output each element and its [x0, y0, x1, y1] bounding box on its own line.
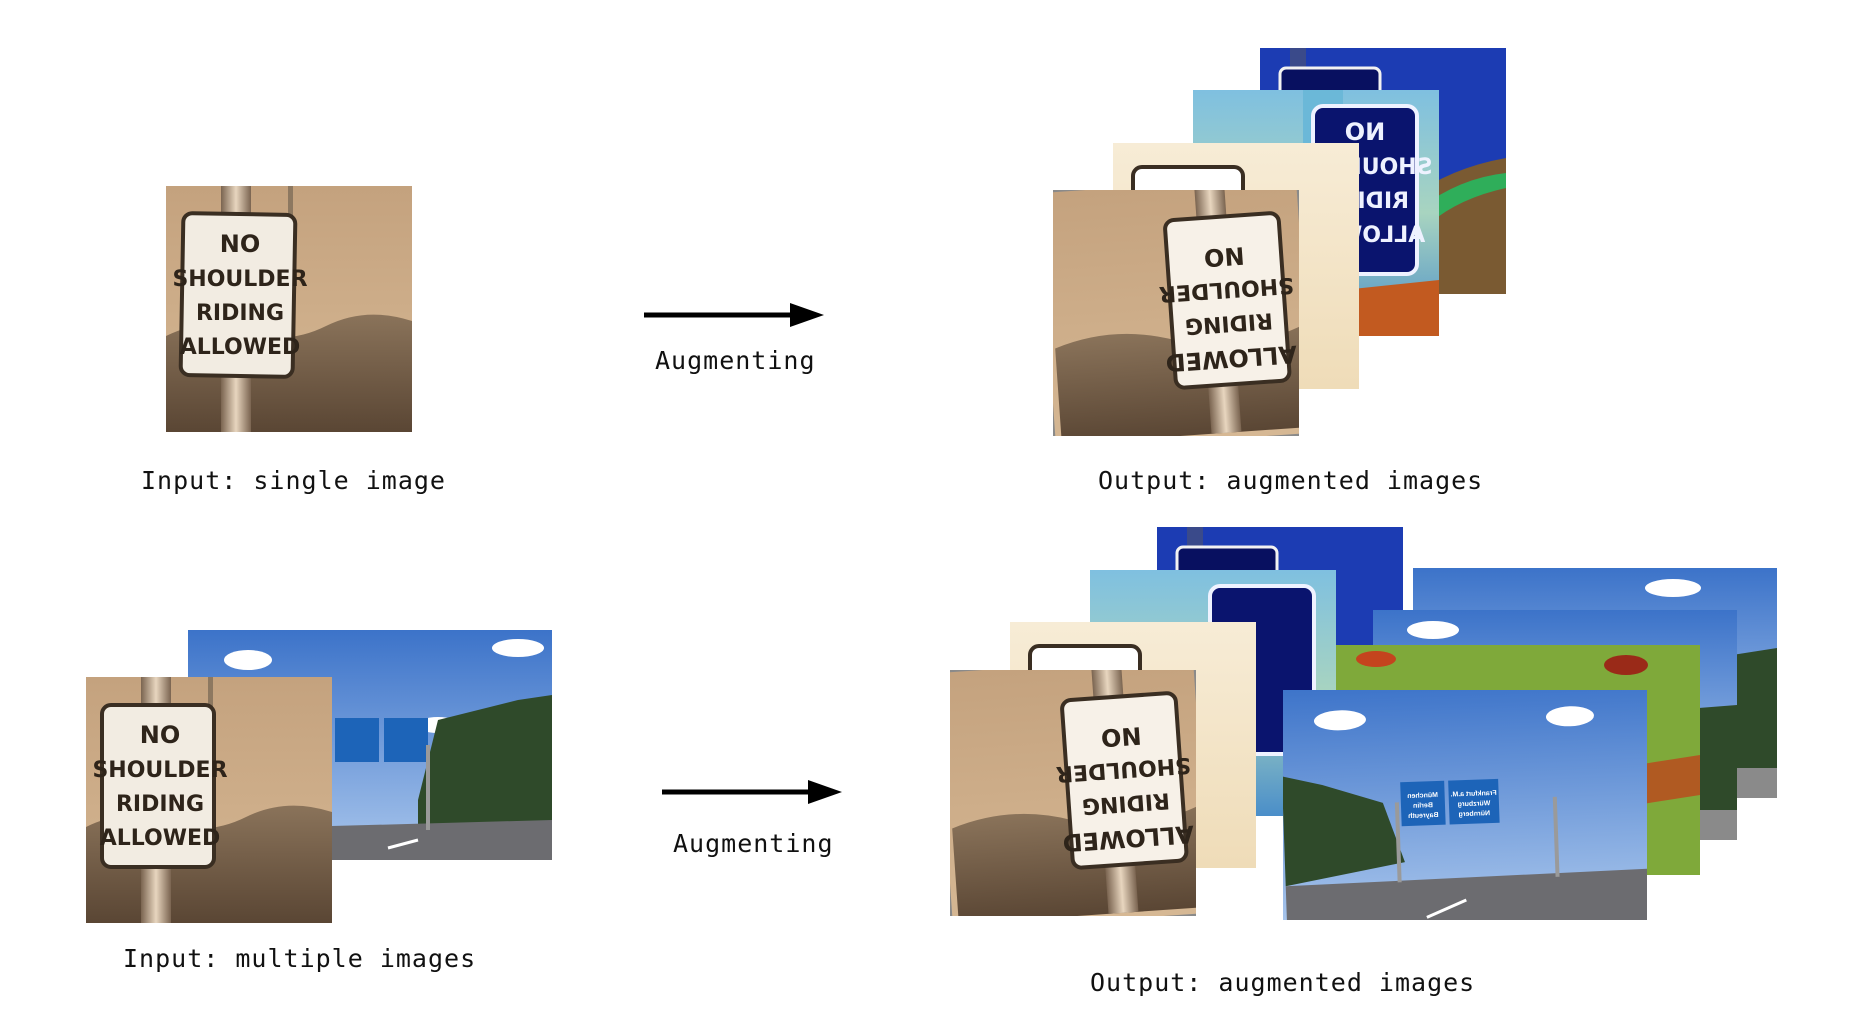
aug2-road-front: München Berlin Bayreuth Frankfurt a.M. W…: [1283, 690, 1647, 920]
sign2-line-3: RIDING: [116, 792, 204, 817]
road-sign-left-line-2: Berlin: [1413, 802, 1433, 810]
sign2-line-4: ALLOWED: [100, 826, 221, 851]
road-sign-right-line-1: Frankfurt a.M.: [1450, 790, 1497, 799]
mirrored-line-1: NO: [1345, 118, 1386, 146]
sign2-line-2: SHOULDER: [92, 758, 227, 783]
output-caption-bottom: Output: augmented images: [1090, 968, 1476, 997]
augmented-rotated-mirrored: ALLOWED RIDING SHOULDER NO: [1053, 190, 1299, 436]
sign-line-3: RIDING: [196, 301, 284, 326]
sign-line-4: ALLOWED: [180, 335, 301, 360]
augment-arrow-bottom: [662, 780, 842, 804]
aug2-sign-rotated: ALLOWED RIDING SHOULDER NO: [950, 670, 1196, 916]
sign-line-1: NO: [220, 230, 261, 258]
aug2-flipped-line-4: NO: [1100, 721, 1142, 752]
flipped-line-2: RIDING: [1184, 307, 1274, 338]
output-caption-top: Output: augmented images: [1098, 466, 1484, 495]
input-sign-image-2: NO SHOULDER RIDING ALLOWED: [86, 677, 332, 923]
input-caption-top: Input: single image: [141, 466, 446, 495]
road-sign-left-line-1: München: [1407, 792, 1438, 800]
road-sign-right-line-2: Würzburg: [1458, 800, 1491, 808]
aug2-flipped-line-2: RIDING: [1081, 787, 1171, 818]
augment-label-bottom: Augmenting: [673, 829, 834, 858]
input-caption-bottom: Input: multiple images: [123, 944, 477, 973]
augment-label-top: Augmenting: [655, 346, 816, 375]
augment-arrow-top: [644, 303, 824, 327]
flipped-line-4: NO: [1203, 241, 1245, 272]
sign-line-2: SHOULDER: [172, 267, 307, 292]
road-sign-right-line-3: Nürnberg: [1458, 810, 1490, 818]
road-sign-left-line-3: Bayreuth: [1408, 812, 1439, 820]
input-sign-image: NO SHOULDER RIDING ALLOWED: [166, 186, 412, 432]
sign2-line-1: NO: [140, 721, 181, 749]
